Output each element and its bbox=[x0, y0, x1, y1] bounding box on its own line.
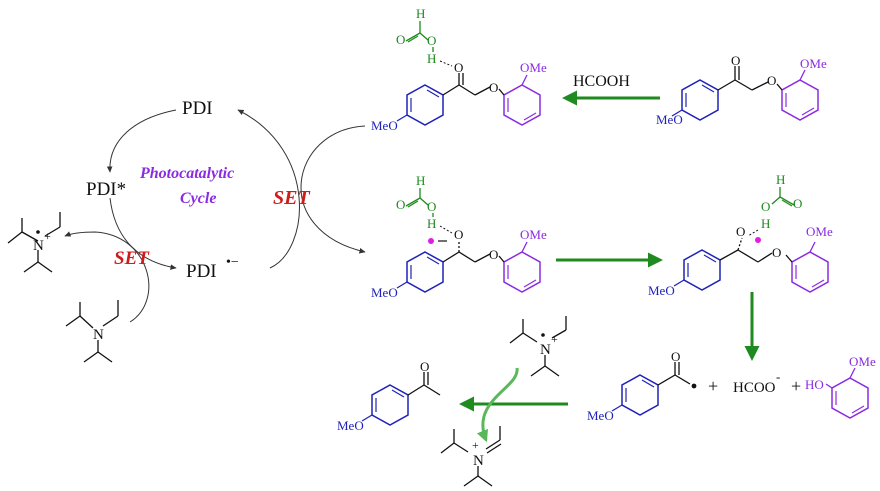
set-label-left: SET bbox=[114, 248, 150, 269]
amine-curved-arrow bbox=[476, 367, 519, 443]
ketyl-o-right: O bbox=[736, 224, 745, 239]
substrate-starting: MeO O O OMe bbox=[656, 53, 827, 127]
acyl-radical-dot bbox=[691, 383, 697, 389]
formic-oh-h: H bbox=[427, 51, 436, 66]
formic-o: O bbox=[396, 32, 405, 47]
photocatalytic-label: Photocatalytic bbox=[139, 165, 234, 182]
formic-h: H bbox=[416, 6, 425, 21]
plus-sign-2: + bbox=[791, 376, 801, 396]
amine-radical-cation-charge-bottom: + bbox=[551, 332, 558, 346]
anisyl-ring bbox=[681, 79, 719, 121]
radical-dot-magenta bbox=[428, 238, 434, 244]
ketyl-radical-left: H O O H MeO O O OMe bbox=[371, 173, 547, 300]
acetophenone-product: MeO O bbox=[337, 359, 441, 433]
formate-label: HCOO bbox=[733, 380, 776, 396]
ketone-o: O bbox=[420, 359, 429, 374]
formate-charge: - bbox=[776, 369, 780, 384]
acyl-radical: MeO O bbox=[587, 349, 697, 423]
ketyl-radical-right: MeO O O H O O H OMe bbox=[648, 172, 833, 298]
carbonyl-o: O bbox=[731, 53, 740, 68]
formic-oh-o-3: O bbox=[761, 199, 770, 214]
set-label-right: SET bbox=[273, 187, 310, 209]
pdi-label: PDI bbox=[182, 98, 213, 119]
formic-oh-h-3: H bbox=[761, 216, 770, 231]
formic-oh-h-2: H bbox=[427, 216, 436, 231]
formic-h-3: H bbox=[776, 172, 785, 187]
formic-h-2: H bbox=[416, 173, 425, 188]
amine-neutral bbox=[65, 300, 119, 363]
plus-sign-1: + bbox=[708, 376, 718, 396]
ome-label-kr: OMe bbox=[806, 224, 833, 239]
radical-dot-magenta-2 bbox=[755, 237, 761, 243]
hcooh-label: HCOOH bbox=[573, 73, 630, 90]
guaiacyl-ring bbox=[781, 79, 819, 121]
guaiacol-ho: HO bbox=[805, 377, 824, 392]
iminium-n: N bbox=[473, 453, 484, 469]
radical-anion-mark: •− bbox=[226, 255, 239, 270]
ether-o-hb: O bbox=[489, 80, 498, 95]
cycle-arrow-pdi-to-pdistar bbox=[106, 109, 177, 173]
formic-o-3: O bbox=[793, 196, 802, 211]
amine-radical-cation-n: N bbox=[33, 238, 44, 254]
radical-dot bbox=[36, 230, 40, 234]
formic-o-2: O bbox=[396, 197, 405, 212]
acyl-o: O bbox=[671, 349, 680, 364]
ome-label: OMe bbox=[800, 56, 827, 71]
iminium-charge: + bbox=[472, 438, 479, 452]
ether-o-kl: O bbox=[489, 247, 498, 262]
meo-label-hb: MeO bbox=[371, 118, 398, 133]
photocatalytic-cycle: PDI PDI* PDI •− Photocatalytic Cycle SET… bbox=[7, 98, 366, 363]
cycle-label: Cycle bbox=[180, 190, 216, 207]
meo-label: MeO bbox=[656, 112, 683, 127]
amine-neutral-n: N bbox=[93, 327, 104, 343]
meo-label-kr: MeO bbox=[648, 283, 675, 298]
amine-radical-cation-n-bottom: N bbox=[540, 342, 551, 358]
meo-label-kl: MeO bbox=[371, 285, 398, 300]
pdi-star-label: PDI* bbox=[86, 179, 126, 200]
carbonyl-o-hb: O bbox=[454, 60, 463, 75]
ome-label-hb: OMe bbox=[520, 60, 547, 75]
formic-oh-o: O bbox=[427, 33, 436, 48]
pdi-radical-anion-label: PDI bbox=[186, 261, 217, 282]
formic-oh-o-2: O bbox=[427, 199, 436, 214]
ome-label-kl: OMe bbox=[520, 227, 547, 242]
set-arrow-amine bbox=[64, 231, 150, 323]
iminium-ion bbox=[440, 426, 502, 487]
meo-label-acyl: MeO bbox=[587, 408, 614, 423]
guaiacol: HO OMe bbox=[805, 354, 876, 419]
amine-radical-cation-charge: + bbox=[44, 229, 51, 243]
amine-radical-cation-bottom bbox=[509, 316, 567, 377]
radical-dot-bottom bbox=[541, 333, 545, 337]
substrate-hbonded: H O O H MeO O O OMe bbox=[371, 6, 547, 133]
guaiacol-ome: OMe bbox=[849, 354, 876, 369]
set-arrow-to-substrate bbox=[300, 125, 366, 254]
ketyl-o-left: O bbox=[454, 227, 463, 242]
cycle-arrow-pdianion-to-pdi bbox=[237, 109, 300, 269]
amine-radical-cation bbox=[7, 212, 61, 273]
ether-o: O bbox=[767, 73, 776, 88]
meo-label-ketone: MeO bbox=[337, 418, 364, 433]
ether-o-kr: O bbox=[772, 245, 781, 260]
